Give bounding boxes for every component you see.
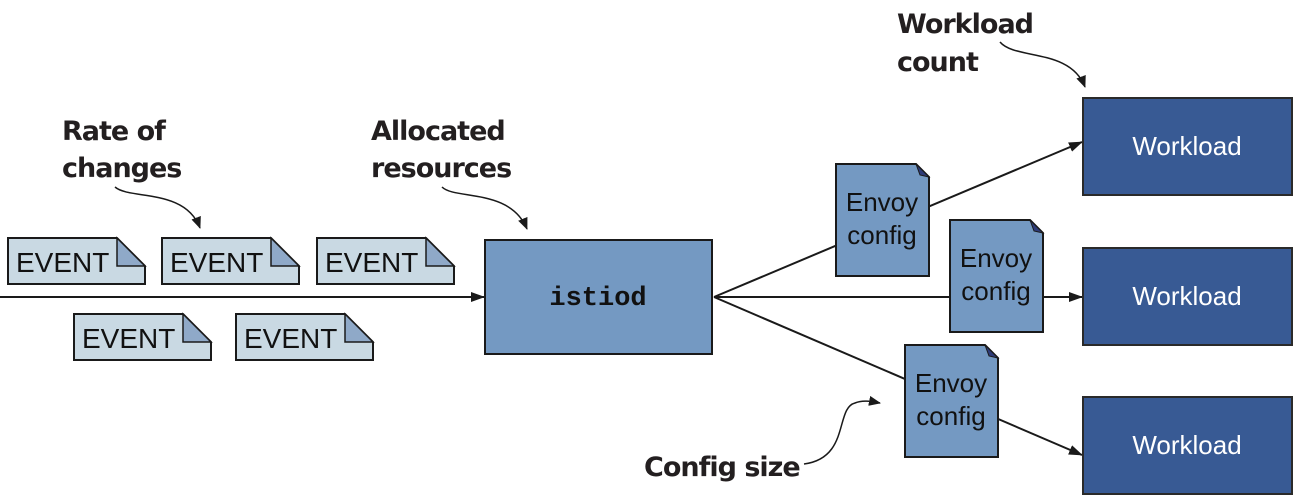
event-doc: EVENT (7, 236, 147, 285)
callout-workload-count: Workload count (897, 9, 1086, 88)
envoy-config-doc: Envoy config (904, 344, 1000, 458)
envoy-label-line2: config (916, 401, 985, 431)
callout-rate-of-changes: Rate of changes (62, 116, 201, 229)
callout-arrow (999, 41, 1086, 88)
event-label: EVENT (244, 323, 337, 354)
workload-box: Workload (1082, 396, 1293, 495)
istiod-label: istiod (549, 284, 646, 314)
workload-box: Workload (1082, 97, 1293, 196)
envoy-config-doc: Envoy config (835, 163, 931, 277)
workload-label: Workload (1132, 281, 1241, 311)
callout-text: Allocated (371, 116, 505, 147)
workload-label: Workload (1132, 131, 1241, 161)
event-label: EVENT (325, 247, 418, 278)
callout-text: Rate of (62, 116, 166, 147)
callout-text: changes (62, 153, 181, 184)
callout-allocated-resources: Allocated resources (371, 116, 528, 230)
callout-text: Config size (644, 452, 800, 483)
event-doc: EVENT (161, 236, 301, 285)
event-label: EVENT (82, 323, 175, 354)
envoy-label-line1: Envoy (915, 368, 987, 398)
callout-arrow (803, 395, 881, 465)
event-doc: EVENT (316, 236, 456, 285)
callout-config-size: Config size (644, 395, 881, 483)
event-label: EVENT (170, 247, 263, 278)
event-label: EVENT (16, 247, 109, 278)
workload-label: Workload (1132, 430, 1241, 460)
envoy-label-line1: Envoy (960, 243, 1032, 273)
event-doc: EVENT (73, 312, 213, 361)
arrow-to-workload-3 (713, 296, 1083, 456)
envoy-label-line2: config (847, 220, 916, 250)
callout-text: count (897, 47, 979, 78)
callout-text: Workload (897, 9, 1033, 40)
callout-arrow (114, 186, 201, 229)
envoy-config-doc: Envoy config (949, 219, 1045, 333)
event-doc: EVENT (235, 312, 375, 361)
callout-arrow (441, 186, 528, 230)
callout-text: resources (371, 153, 511, 184)
envoy-label-line1: Envoy (846, 187, 918, 217)
istiod-box: istiod (484, 239, 713, 355)
workload-box: Workload (1082, 247, 1293, 346)
envoy-label-line2: config (961, 276, 1030, 306)
